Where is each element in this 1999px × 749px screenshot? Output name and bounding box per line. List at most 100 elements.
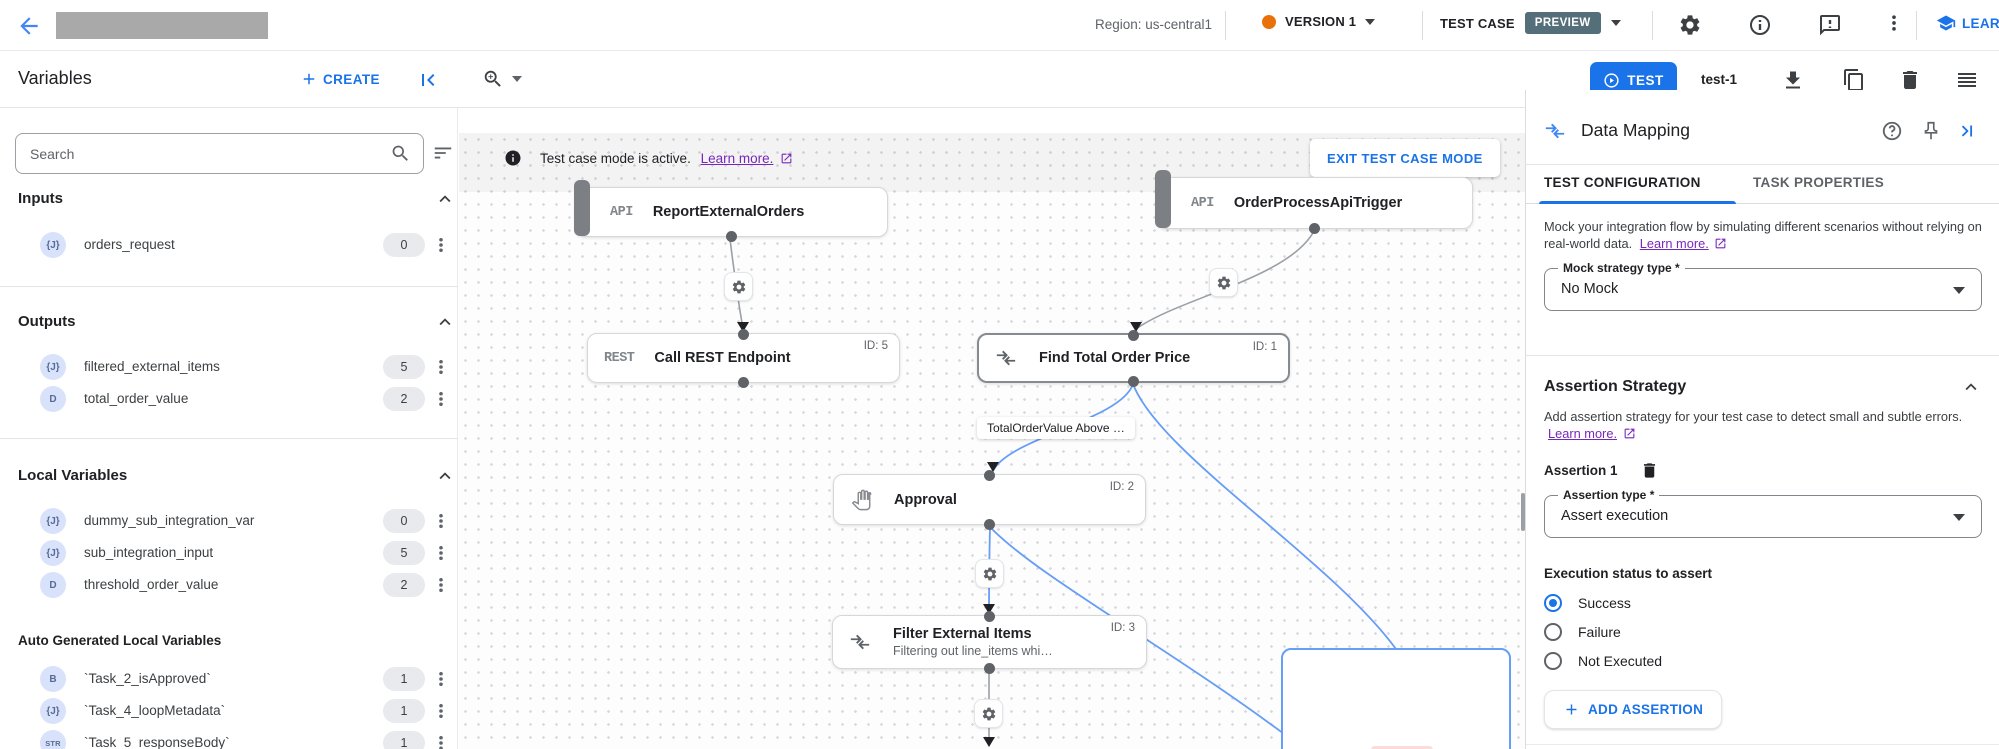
node-report-external-orders[interactable]: API ReportExternalOrders — [574, 180, 888, 242]
feedback-icon[interactable] — [1818, 13, 1842, 37]
more-vert-icon[interactable] — [430, 731, 452, 749]
input-port[interactable] — [1128, 329, 1139, 341]
output-port[interactable] — [726, 230, 737, 242]
version-selector[interactable]: VERSION 1 — [1262, 14, 1376, 29]
more-vert-icon[interactable] — [430, 387, 452, 411]
exit-test-case-mode-button[interactable]: EXIT TEST CASE MODE — [1310, 139, 1500, 177]
output-port[interactable] — [1128, 375, 1139, 387]
input-port[interactable] — [984, 469, 995, 481]
more-vert-icon[interactable] — [430, 573, 452, 597]
assertion-description-text: Add assertion strategy for your test cas… — [1544, 409, 1963, 424]
node-subtitle: Filtering out line_items whi… — [893, 644, 1053, 658]
mock-learn-more-link[interactable]: Learn more. — [1639, 236, 1709, 251]
output-port[interactable] — [984, 662, 995, 674]
more-vert-icon[interactable] — [430, 699, 452, 723]
assertion-description: Add assertion strategy for your test cas… — [1544, 408, 1984, 442]
pin-icon[interactable] — [1920, 120, 1942, 142]
more-vert-icon[interactable] — [430, 509, 452, 533]
variable-row[interactable]: STR `Task_5_responseBody` 1 — [0, 728, 458, 749]
mock-strategy-select[interactable]: Mock strategy type * No Mock — [1544, 261, 1982, 311]
collapse-section-icon[interactable] — [434, 188, 456, 210]
zoom-control[interactable] — [482, 68, 522, 90]
create-variable-button[interactable]: CREATE — [300, 70, 380, 88]
version-status-dot — [1262, 14, 1276, 29]
canvas-scrollbar-thumb[interactable] — [1521, 493, 1525, 531]
node-text-block: Filter External Items Filtering out line… — [893, 626, 1053, 658]
assertion-learn-more-link[interactable]: Learn more. — [1548, 426, 1617, 441]
variable-row[interactable]: B `Task_2_isApproved` 1 — [0, 664, 458, 694]
collapse-section-icon[interactable] — [434, 465, 456, 487]
radio-label: Failure — [1578, 624, 1621, 640]
edge-gear-chip[interactable] — [975, 559, 1004, 588]
more-vert-icon[interactable] — [1884, 13, 1904, 37]
tab-task-properties[interactable]: TASK PROPERTIES — [1753, 175, 1885, 190]
test-case-selector[interactable]: TEST CASE PREVIEW — [1440, 12, 1621, 34]
radio-option-failure[interactable]: Failure — [1544, 623, 1621, 641]
banner-learn-more-link[interactable]: Learn more. — [700, 151, 774, 166]
collapse-section-icon[interactable] — [1960, 376, 1982, 398]
node-approval[interactable]: Approval ID: 2 — [833, 469, 1146, 530]
variable-name: `Task_4_loopMetadata` — [84, 703, 226, 718]
variable-row[interactable]: {J} orders_request 0 — [0, 230, 458, 260]
input-port[interactable] — [738, 328, 749, 340]
variable-row[interactable]: {J} sub_integration_input 5 — [0, 538, 458, 568]
collapse-section-icon[interactable] — [434, 311, 456, 333]
banner-message-text: Test case mode is active. — [540, 151, 691, 166]
variable-row[interactable]: {J} `Task_4_loopMetadata` 1 — [0, 696, 458, 726]
download-icon[interactable] — [1781, 68, 1805, 92]
collapse-panel-right-icon[interactable] — [1956, 120, 1978, 142]
reorder-list-icon[interactable] — [1955, 68, 1979, 92]
more-vert-icon[interactable] — [430, 233, 452, 257]
radio-button-selected[interactable] — [1544, 594, 1562, 612]
assertion-item-header: Assertion 1 — [1544, 461, 1659, 480]
assertion-type-select[interactable]: Assertion type * Assert execution — [1544, 488, 1982, 538]
node-title: Approval — [894, 491, 957, 508]
radio-button[interactable] — [1544, 623, 1562, 641]
delete-icon[interactable] — [1898, 68, 1922, 92]
edge-gear-chip[interactable] — [1209, 268, 1238, 297]
radio-option-not-executed[interactable]: Not Executed — [1544, 652, 1662, 670]
test-case-name[interactable]: test-1 — [1701, 72, 1738, 87]
sort-icon[interactable] — [432, 142, 454, 164]
edge-gear-chip[interactable] — [724, 272, 753, 301]
copy-icon[interactable] — [1842, 68, 1866, 92]
search-box — [15, 133, 424, 174]
variable-row[interactable]: {J} filtered_external_items 5 — [0, 352, 458, 382]
section-title-inputs: Inputs — [18, 190, 63, 207]
node-filter-external-items[interactable]: Filter External Items Filtering out line… — [832, 610, 1147, 674]
tab-test-configuration[interactable]: TEST CONFIGURATION — [1544, 175, 1701, 190]
help-icon[interactable] — [1881, 120, 1903, 142]
back-arrow-icon[interactable] — [16, 13, 42, 39]
node-find-total-order-price[interactable]: Find Total Order Price ID: 1 — [977, 329, 1290, 387]
sub-integration-box[interactable] — [1281, 648, 1511, 749]
collapse-panel-icon[interactable] — [416, 68, 440, 92]
edge-condition-label[interactable]: TotalOrderValue Above … — [977, 417, 1135, 439]
node-call-rest-endpoint[interactable]: REST Call REST Endpoint ID: 5 — [587, 328, 900, 388]
variable-row[interactable]: D total_order_value 2 — [0, 384, 458, 414]
variable-row[interactable]: D threshold_order_value 2 — [0, 570, 458, 600]
radio-option-success[interactable]: Success — [1544, 594, 1631, 612]
delete-assertion-icon[interactable] — [1640, 461, 1659, 480]
search-input[interactable] — [30, 134, 380, 173]
more-vert-icon[interactable] — [430, 667, 452, 691]
add-assertion-button[interactable]: ADD ASSERTION — [1544, 690, 1723, 729]
variable-name: orders_request — [84, 237, 175, 252]
learn-button[interactable]: LEARN — [1936, 13, 1999, 33]
info-icon[interactable] — [1748, 13, 1772, 37]
node-title: Find Total Order Price — [1039, 350, 1191, 366]
more-vert-icon[interactable] — [430, 541, 452, 565]
output-port[interactable] — [738, 376, 749, 388]
output-port[interactable] — [1309, 222, 1320, 234]
type-badge-double: D — [40, 386, 66, 412]
radio-button[interactable] — [1544, 652, 1562, 670]
integration-canvas[interactable]: Test case mode is active. Learn more. EX… — [459, 108, 1525, 749]
variable-row[interactable]: {J} dummy_sub_integration_var 0 — [0, 506, 458, 536]
node-order-process-api-trigger[interactable]: API OrderProcessApiTrigger — [1155, 170, 1473, 234]
edge-gear-chip[interactable] — [974, 699, 1003, 728]
section-title-local-variables: Local Variables — [18, 467, 128, 484]
input-port[interactable] — [984, 610, 995, 622]
more-vert-icon[interactable] — [430, 355, 452, 379]
settings-gear-icon[interactable] — [1678, 13, 1702, 37]
output-port[interactable] — [984, 518, 995, 530]
